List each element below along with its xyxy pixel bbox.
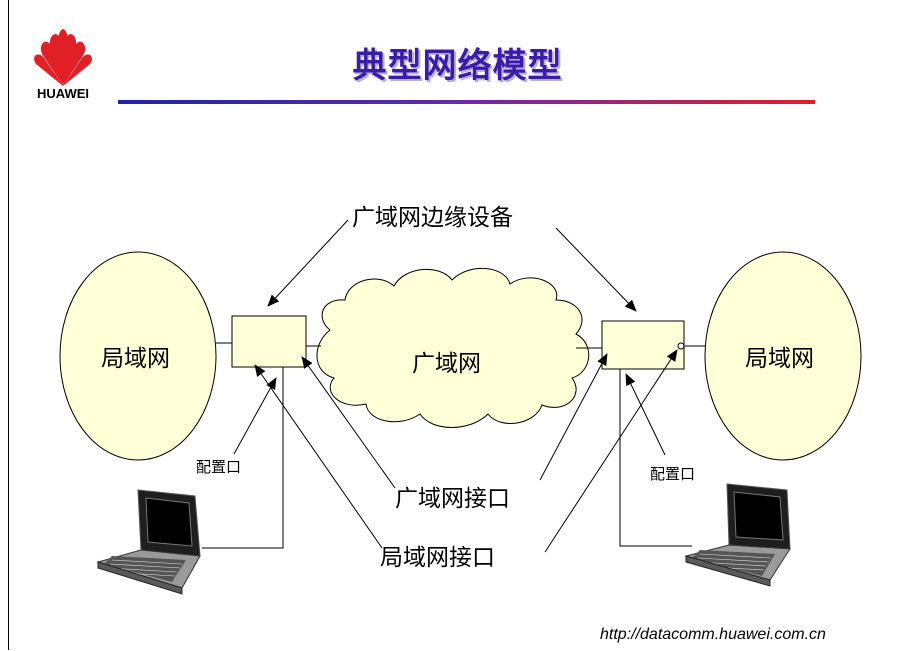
arrow-wanif-left	[301, 356, 396, 489]
arrow-config-right	[625, 373, 666, 456]
arrow-wanif-right	[539, 353, 608, 481]
arrow-lanif-left	[254, 364, 383, 549]
label-lan-left: 局域网	[101, 346, 170, 372]
title-underline	[118, 100, 815, 104]
laptop-right-icon	[684, 483, 791, 587]
huawei-logo-icon	[34, 29, 92, 86]
lan-left-ellipse	[59, 251, 217, 461]
edge-device-right	[601, 320, 685, 370]
arrow-config-left	[233, 377, 277, 455]
laptop-left-icon	[96, 489, 201, 595]
edge-device-left	[231, 315, 307, 368]
page-title: 典型网络模型	[352, 46, 563, 86]
label-wan: 广域网	[412, 351, 481, 377]
arrow-edge-left	[267, 219, 349, 307]
logo-text: HUAWEI	[37, 86, 89, 101]
wan-cloud	[316, 267, 590, 428]
label-lan-interface: 局域网接口	[380, 545, 495, 571]
label-config-port-right: 配置口	[650, 465, 696, 483]
arrow-lanif-right	[544, 349, 678, 553]
lan-right-ellipse	[704, 251, 862, 461]
arrow-edge-right	[555, 227, 637, 312]
console-cable-left	[202, 367, 284, 549]
label-wan-interface: 广域网接口	[395, 486, 510, 512]
label-lan-right: 局域网	[745, 346, 814, 372]
label-wan-edge-device: 广域网边缘设备	[352, 205, 513, 231]
port-circle	[677, 342, 685, 350]
console-cable-right	[619, 369, 692, 547]
slide-frame	[8, 0, 914, 650]
label-config-port-left: 配置口	[196, 458, 242, 476]
footer-url: http://datacomm.huawei.com.cn	[600, 626, 826, 643]
